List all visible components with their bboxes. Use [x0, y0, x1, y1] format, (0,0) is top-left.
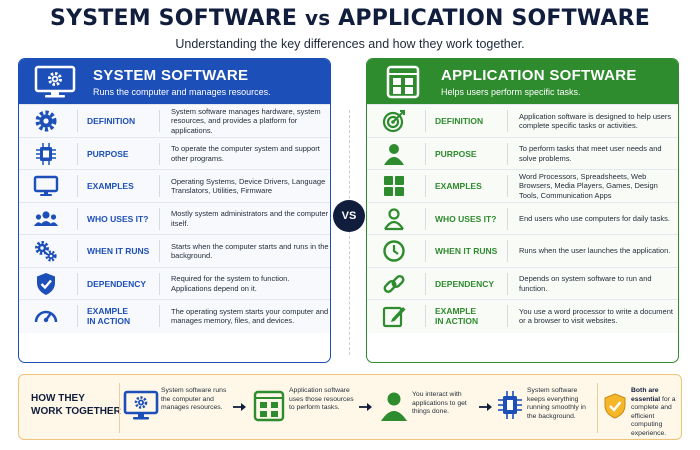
users-icon: [34, 210, 58, 226]
system-desc-example-action: The operating system starts your compute…: [171, 306, 329, 325]
together-step-1-text: System software runs the computer and ma…: [161, 387, 227, 412]
speedometer-icon: [34, 310, 58, 323]
center-divider: [349, 110, 350, 355]
system-row-purpose: PURPOSE To operate the computer system a…: [19, 136, 330, 169]
system-panel-header: SYSTEM SOFTWARE Runs the computer and ma…: [19, 59, 330, 104]
user-outline-icon: [384, 207, 404, 230]
application-row-purpose: PURPOSE To perform tasks that meet user …: [367, 136, 678, 169]
system-label-purpose: PURPOSE: [87, 148, 129, 159]
application-label-examples: EXAMPLES: [435, 181, 482, 191]
system-software-panel: SYSTEM SOFTWARE Runs the computer and ma…: [18, 58, 331, 363]
application-row-when-runs: WHEN IT RUNS Runs when the user launches…: [367, 234, 678, 267]
application-software-panel: APPLICATION SOFTWARE Helps users perform…: [366, 58, 679, 363]
application-label-definition: DEFINITION: [435, 116, 484, 126]
system-label-who-uses: WHO USES IT?: [87, 213, 149, 224]
application-label-who-uses: WHO USES IT?: [435, 213, 497, 224]
system-desc-purpose: To operate the computer system and suppo…: [171, 144, 320, 163]
system-label-when-runs: WHEN IT RUNS: [87, 246, 150, 256]
application-label-example-action: EXAMPLE IN ACTION: [435, 306, 479, 326]
page-subtitle: Understanding the key differences and ho…: [175, 37, 525, 51]
application-desc-examples: Word Processors, Spreadsheets, Web Brows…: [519, 172, 658, 200]
chip-icon: [498, 391, 522, 419]
application-label-purpose: PURPOSE: [435, 148, 477, 159]
together-step-4-text: System software keeps everything running…: [527, 387, 586, 420]
shield-check-icon: [604, 393, 626, 419]
system-row-example-action: EXAMPLE IN ACTION The operating system s…: [19, 299, 330, 333]
application-row-examples: EXAMPLES Word Processors, Spreadsheets, …: [367, 169, 678, 202]
system-row-examples: EXAMPLES Operating Systems, Device Drive…: [19, 169, 330, 202]
application-desc-purpose: To perform tasks that meet user needs an…: [519, 144, 662, 163]
system-panel-title: SYSTEM SOFTWARE: [93, 67, 249, 84]
monitor-icon: [33, 175, 59, 196]
chip-icon: [36, 142, 56, 165]
system-desc-when-runs: Starts when the computer starts and runs…: [171, 241, 329, 260]
system-label-examples: EXAMPLES: [87, 181, 134, 191]
how-they-work-together-panel: HOW THEY WORK TOGETHER System software r…: [18, 374, 682, 440]
target-icon: [382, 110, 405, 133]
gear-icon: [35, 110, 57, 132]
application-desc-dependency: Depends on system software to run and fu…: [519, 274, 652, 293]
system-row-who-uses: WHO USES IT? Mostly system administrator…: [19, 201, 330, 234]
system-label-dependency: DEPENDENCY: [87, 278, 147, 289]
app-window-icon: [386, 65, 420, 99]
page-title: SYSTEM SOFTWARE vs APPLICATION SOFTWARE: [0, 6, 700, 31]
application-panel-header: APPLICATION SOFTWARE Helps users perform…: [367, 59, 678, 104]
together-title: HOW THEY WORK TOGETHER: [31, 393, 121, 417]
arrow-right-icon: [479, 403, 492, 411]
system-label-definition: DEFINITION: [87, 116, 136, 126]
grid-icon: [384, 176, 404, 196]
user-icon: [384, 143, 404, 165]
application-label-when-runs: WHEN IT RUNS: [435, 246, 498, 256]
system-row-when-runs: WHEN IT RUNS Starts when the computer st…: [19, 234, 330, 267]
together-final-rest: for a complete and efficient computing e…: [631, 395, 676, 437]
application-desc-example-action: You use a word processor to write a docu…: [519, 306, 673, 325]
application-row-who-uses: WHO USES IT? End users who use computers…: [367, 201, 678, 234]
application-row-definition: DEFINITION Application software is desig…: [367, 104, 678, 137]
system-desc-who-uses: Mostly system administrators and the com…: [171, 209, 329, 228]
system-desc-definition: System software manages hardware, system…: [171, 107, 321, 135]
application-desc-definition: Application software is designed to help…: [519, 111, 672, 130]
application-panel-subtitle: Helps users perform specific tasks.: [441, 87, 581, 97]
application-panel-title: APPLICATION SOFTWARE: [441, 67, 637, 84]
link-icon: [383, 274, 405, 293]
monitor-gear-icon: [123, 390, 159, 420]
system-panel-subtitle: Runs the computer and manages resources.: [93, 87, 271, 97]
arrow-right-icon: [233, 403, 246, 411]
system-desc-dependency: Required for the system to function. App…: [171, 274, 290, 293]
clock-icon: [383, 240, 405, 262]
application-desc-when-runs: Runs when the user launches the applicat…: [519, 246, 671, 256]
together-step-3-text: You interact with applications to get th…: [412, 391, 467, 416]
shield-check-icon: [37, 272, 55, 295]
system-row-dependency: DEPENDENCY Required for the system to fu…: [19, 266, 330, 299]
gears-icon: [35, 241, 57, 262]
edit-icon: [382, 306, 406, 328]
system-row-definition: DEFINITION System software manages hardw…: [19, 104, 330, 137]
together-step-2-text: Application software uses those resource…: [289, 387, 354, 412]
user-icon: [381, 392, 407, 421]
application-row-dependency: DEPENDENCY Depends on system software to…: [367, 266, 678, 299]
application-label-dependency: DEPENDENCY: [435, 278, 495, 289]
arrow-right-icon: [359, 403, 372, 411]
together-final-text: Both are essential for a complete and ef…: [631, 387, 681, 439]
vs-badge: VS: [333, 200, 365, 232]
together-final-bold: Both are essential: [631, 387, 661, 403]
title-system: SYSTEM SOFTWARE: [50, 6, 298, 31]
monitor-gear-icon: [34, 65, 76, 98]
title-vs: vs: [304, 6, 331, 30]
system-desc-examples: Operating Systems, Device Drivers, Langu…: [171, 176, 326, 195]
application-desc-who-uses: End users who use computers for daily ta…: [519, 213, 670, 223]
application-row-example-action: EXAMPLE IN ACTION You use a word process…: [367, 299, 678, 333]
title-application: APPLICATION SOFTWARE: [338, 6, 650, 31]
app-window-icon: [253, 390, 285, 422]
system-label-example-action: EXAMPLE IN ACTION: [87, 306, 131, 326]
